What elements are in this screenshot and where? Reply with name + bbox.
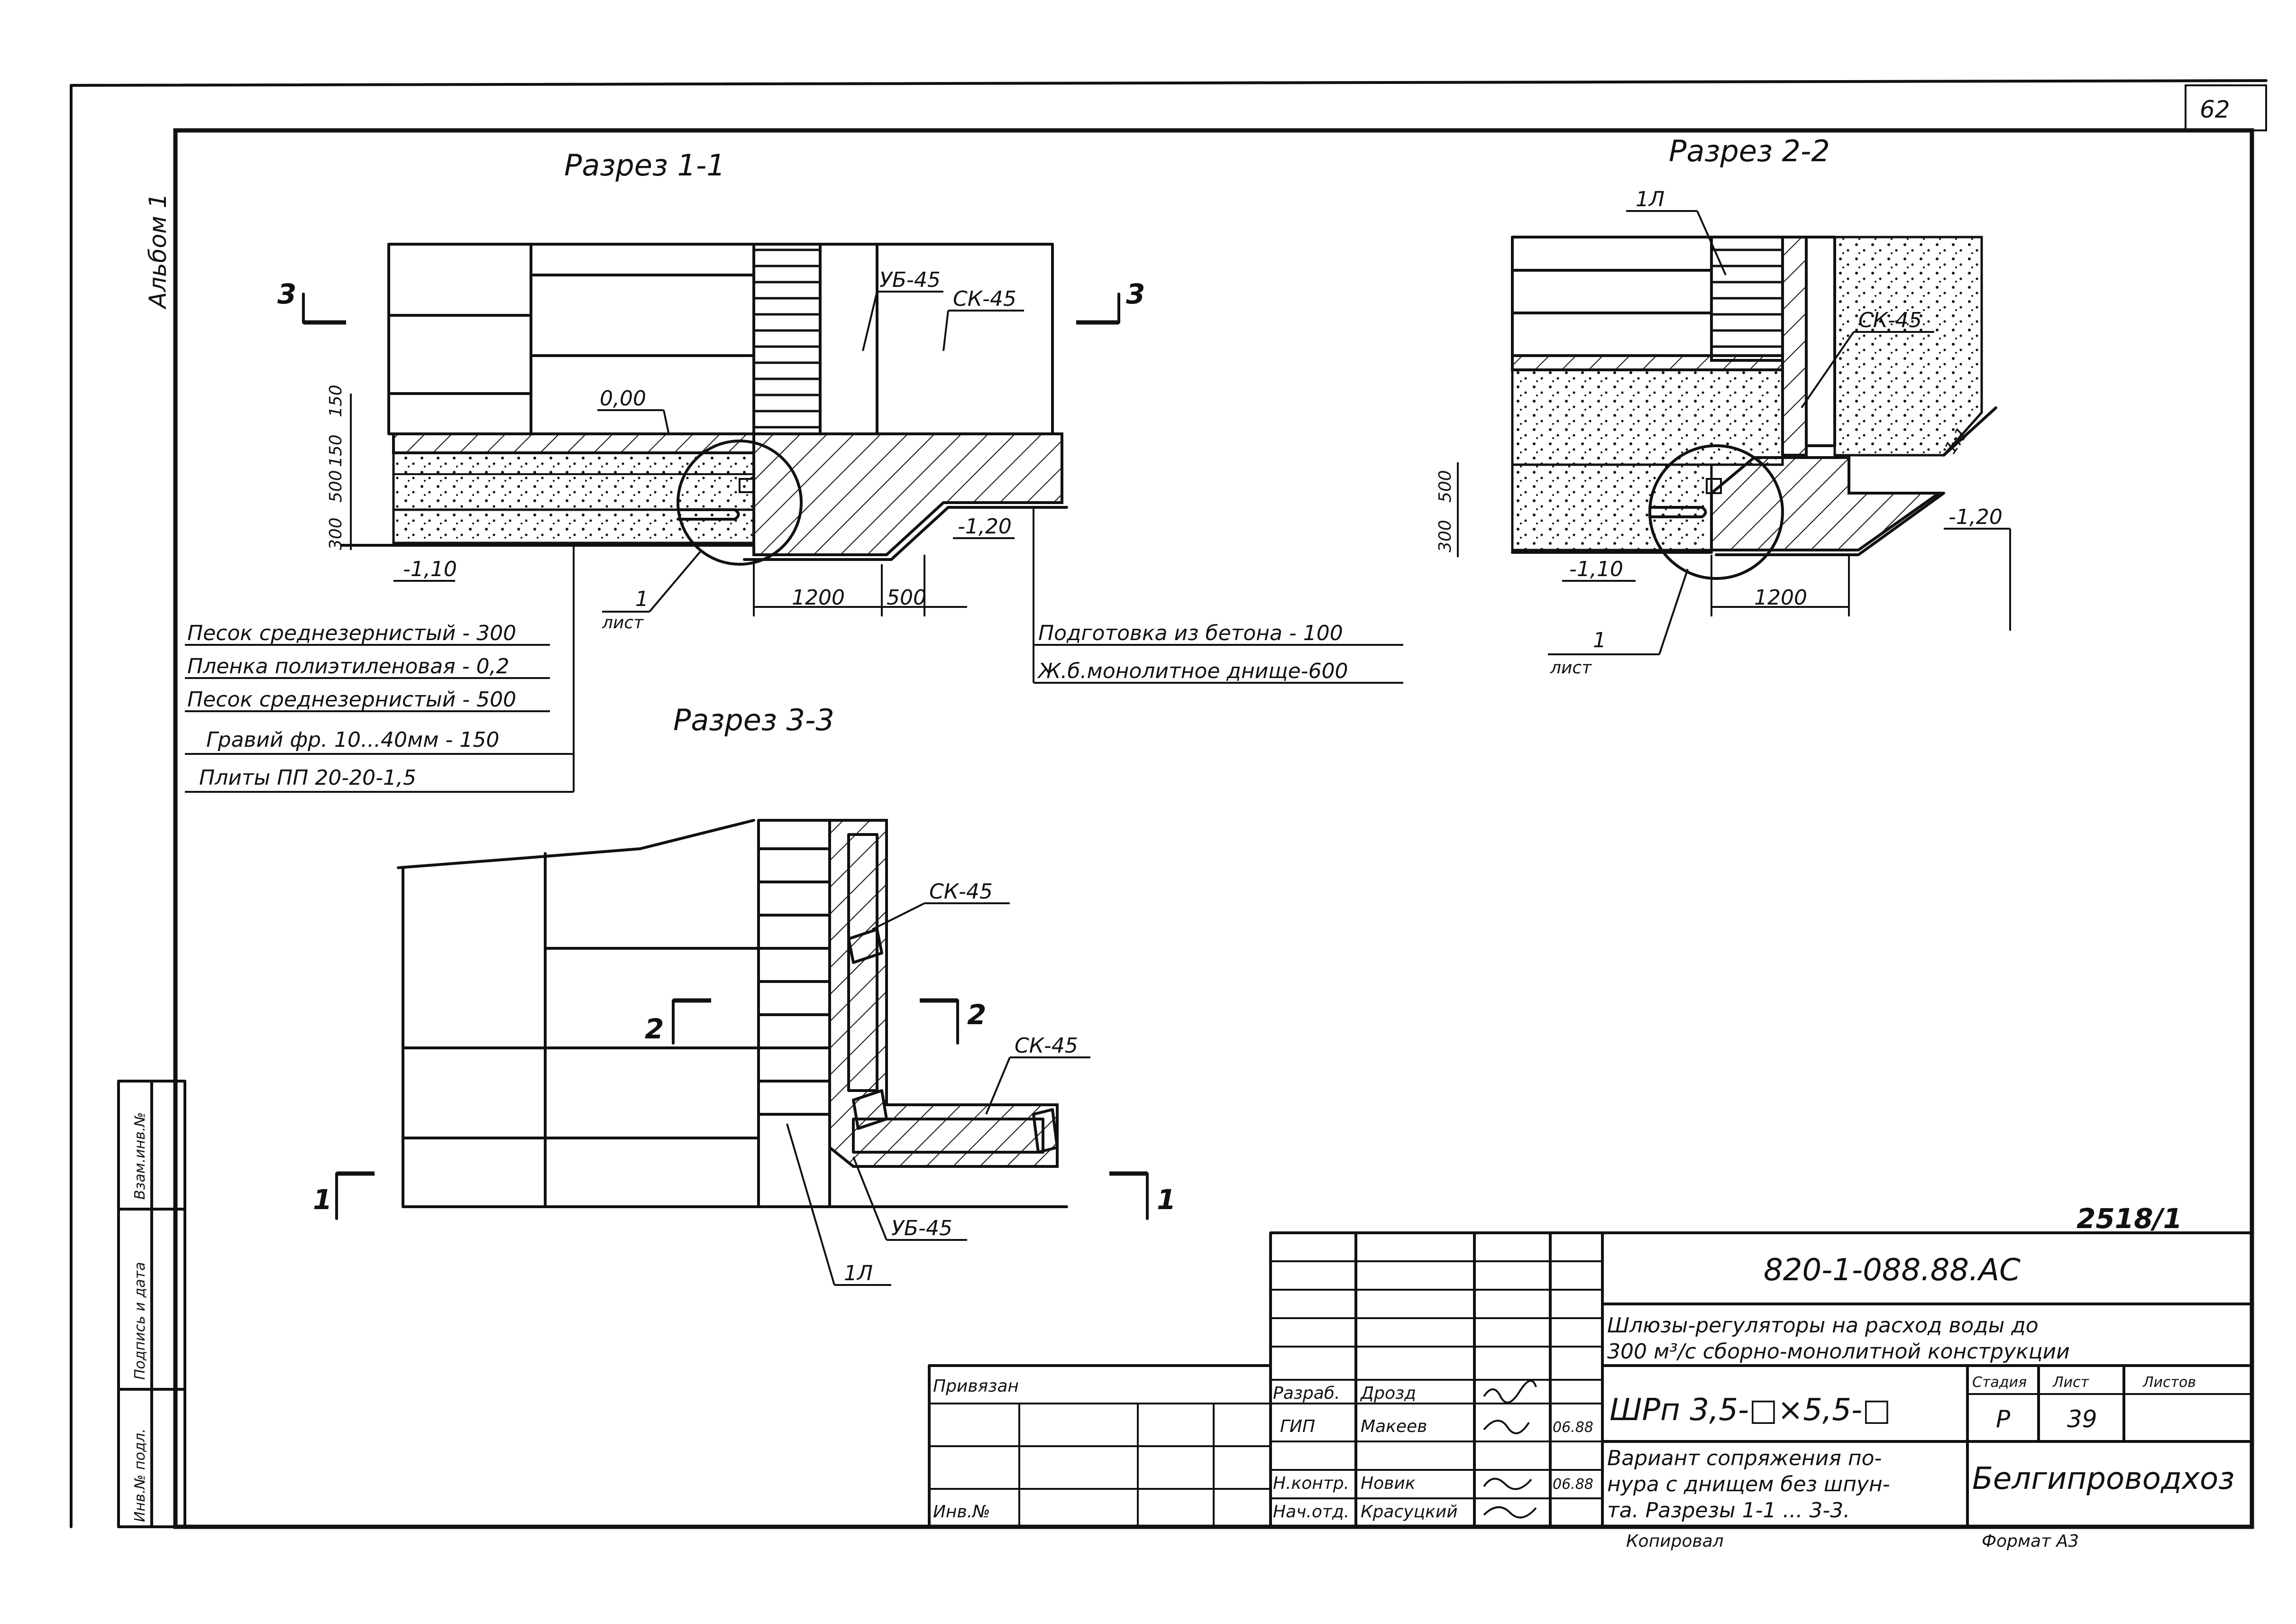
s22-level-left: -1,10 [1569,557,1623,581]
s22-ref-num: 1 [1593,628,1606,652]
section-2-2: Разрез 2-2 1Л СК-45 1:1 500 300 -1,10 [1436,134,2011,678]
project-title-1: Шлюзы-регуляторы на расход воды до [1607,1313,2039,1338]
album-label: Альбом 1 [144,193,172,310]
s11-dim-300v: 300 [326,517,346,550]
role-razrab: Разраб. [1273,1384,1340,1403]
sheets-header: Листов [2142,1374,2196,1391]
s22-level-right: -1,20 [1948,505,2003,529]
format-label: Формат А3 [1982,1532,2079,1551]
s33-mark-1l: 1Л [844,1261,873,1285]
side-stamp-inv: Инв.№ подл. [132,1429,148,1522]
sheet-desc-2: нура с днищем без шпун- [1607,1472,1890,1496]
document-code: 820-1-088.88.АС [1764,1253,2021,1288]
side-stamp-sign: Подпись и дата [132,1262,148,1380]
name-nachotd: Красуцкий [1361,1502,1458,1522]
s22-dim-300v: 300 [1436,520,1455,552]
privyazan-label: Привязан [933,1376,1019,1396]
signature-novik [1483,1477,1532,1490]
organization: Белгипроводхоз [1972,1461,2234,1496]
s22-mark-1l: 1Л [1636,187,1665,211]
s11-level-right: -1,20 [958,514,1012,539]
role-gip: ГИП [1280,1417,1315,1436]
s11-layer-3: Песок среднезернистый - 500 [187,688,516,712]
date-nkontr: 06.88 [1553,1476,1593,1493]
mark-label: ШРп 3,5-□×5,5-□ [1610,1393,1891,1428]
side-stamp-replace: Взам.инв.№ [132,1112,148,1200]
stage-header: Стадия [1972,1374,2027,1391]
s33-sk-top: СК-45 [929,880,993,904]
s11-zero-label: 0,00 [600,386,646,411]
inventory-mark: 2518/1 [2076,1202,2182,1235]
s11-layer-1: Песок среднезернистый - 300 [187,621,516,645]
stage-value: Р [1996,1405,2011,1433]
signature-makeev [1483,1420,1530,1434]
copied-label: Копировал [1626,1532,1724,1551]
s11-ub-label: УБ-45 [879,268,941,292]
section-2-2-title: Разрез 2-2 [1669,134,1830,168]
side-stamp: Инв.№ подл. Подпись и дата Взам.инв.№ [117,1080,186,1528]
sheet-desc-3: та. Разрезы 1-1 ... 3-3. [1607,1498,1850,1523]
project-title-2: 300 м³/с сборно-монолитной конструкции [1607,1340,2070,1364]
role-nachotd: Нач.отд. [1273,1502,1349,1522]
section-3-3: Разрез 3-3 СК-45 СК-45 УБ-45 [313,703,1176,1286]
signature-drozd [1483,1380,1537,1404]
inv-no-label: Инв.№ [933,1502,990,1522]
s11-dim-150b: 150 [326,434,346,467]
s11-layer-right-2: Ж.б.монолитное днище-600 [1037,659,1348,683]
sheet-desc-1: Вариант сопряжения по- [1607,1446,1882,1470]
name-razrab: Дрозд [1360,1384,1416,1403]
name-nkontr: Новик [1361,1474,1416,1493]
s11-layer-5: Плиты ПП 20-20-1,5 [199,766,416,790]
section-1-1: Разрез 1-1 3 3 УБ-45 [185,148,1403,793]
section-1-1-title: Разрез 1-1 [564,148,725,183]
s11-dim-500v: 500 [326,470,346,503]
s11-dim-150a: 150 [326,385,346,417]
sheet-value: 39 [2067,1405,2097,1433]
name-gip: Макеев [1361,1417,1427,1436]
title-block: Привязан Инв.№ Разраб. Дрозд ГИП Макеев … [928,1202,2253,1551]
s33-cut1-right: 1 [1157,1184,1176,1216]
s11-ref-num: 1 [635,587,649,611]
section-3-3-title: Разрез 3-3 [673,703,834,737]
sheet-header: Лист [2052,1374,2090,1391]
date-gip: 06.88 [1553,1419,1593,1436]
s11-sk-label: СК-45 [953,287,1016,311]
s11-dim-1200: 1200 [792,586,845,610]
s11-layer-right-1: Подготовка из бетона - 100 [1038,621,1343,645]
s11-dim-500: 500 [887,586,926,610]
s11-layer-4: Гравий фр. 10...40мм - 150 [206,728,499,752]
s22-dim-1200: 1200 [1754,586,1807,610]
s11-level-left: -1,10 [403,557,457,581]
cut-3-left: 3 [277,278,296,310]
s22-sk-label: СК-45 [1858,308,1922,332]
s33-cut2-right: 2 [967,999,986,1031]
role-nkontr: Н.контр. [1273,1474,1349,1493]
s11-layer-2: Пленка полиэтиленовая - 0,2 [187,654,509,679]
s22-ref-sheet: лист [1550,658,1592,678]
signature-krasutsky [1483,1506,1537,1519]
s33-ub-label: УБ-45 [891,1216,952,1240]
s11-ref-sheet: лист [602,613,644,633]
s33-cut1-left: 1 [313,1184,332,1216]
sheet-corner-number: 62 [2200,96,2230,123]
s33-sk-bottom: СК-45 [1015,1034,1078,1058]
cut-3-right: 3 [1126,278,1145,310]
s22-dim-500v: 500 [1436,470,1455,503]
s33-cut2-left: 2 [645,1013,664,1045]
